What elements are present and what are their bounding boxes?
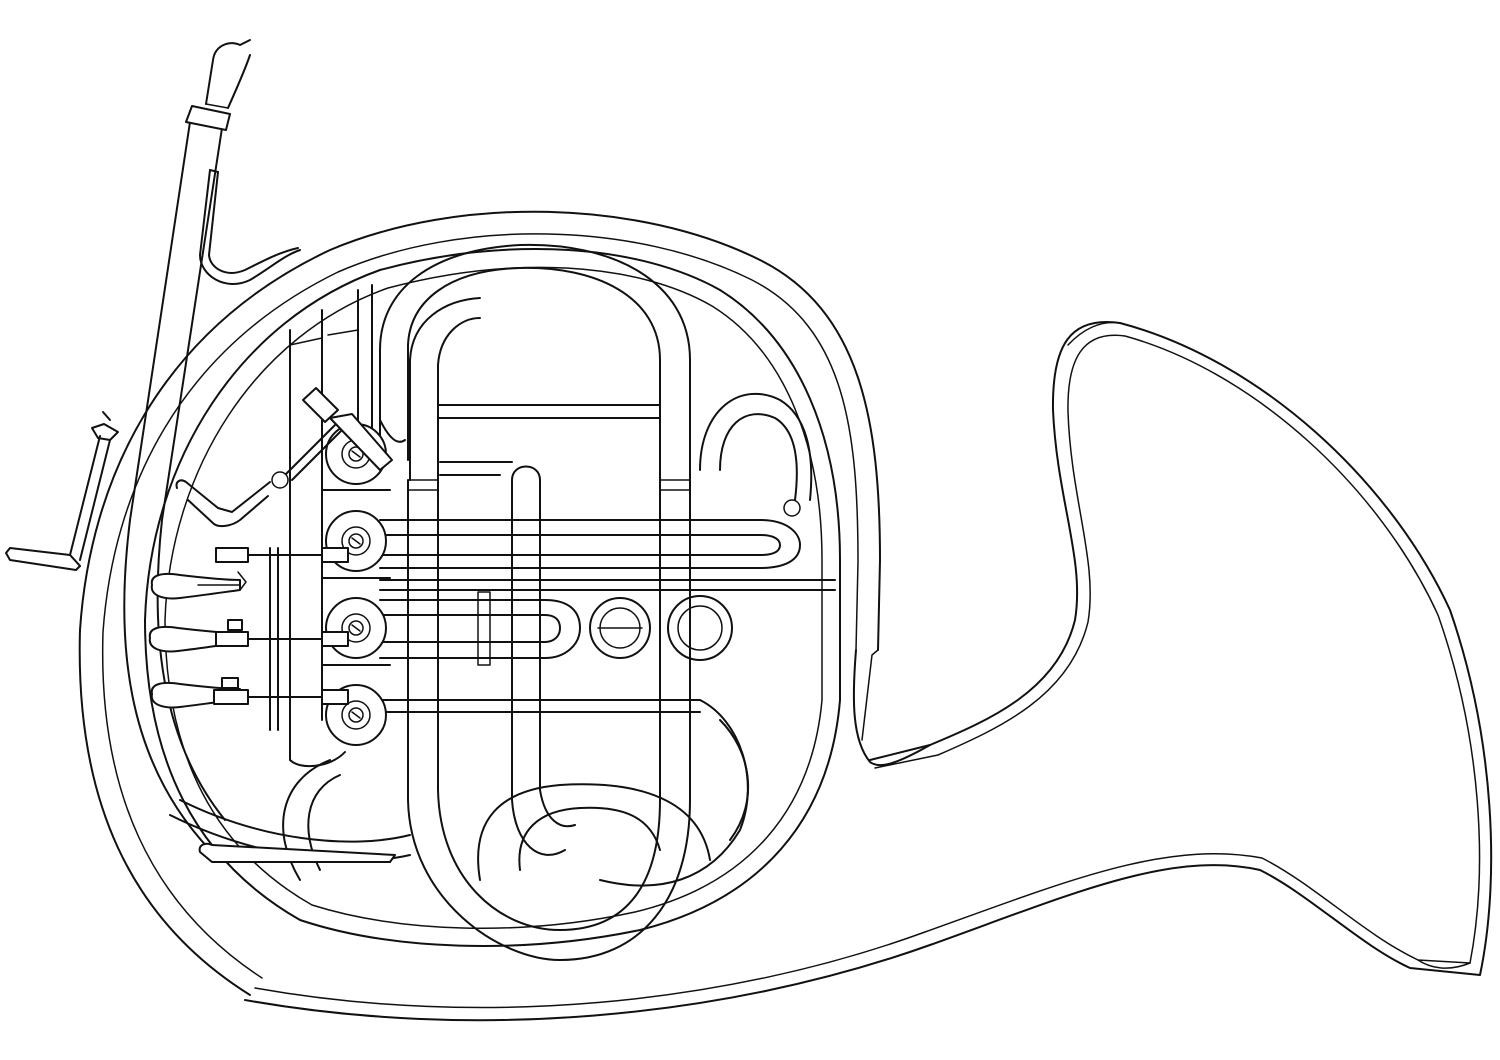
leadpipe (123, 105, 301, 851)
bell-flare (244, 321, 1493, 1022)
valve-lever (148, 547, 349, 731)
upper-pipes (289, 284, 406, 761)
thumb-lever (5, 411, 119, 571)
rotary-valve (325, 597, 387, 659)
valve-cluster (289, 423, 391, 768)
body-circle (144, 247, 841, 947)
change-valve-lever (175, 387, 393, 528)
mouthpiece (205, 39, 251, 109)
valve-slides (379, 519, 836, 713)
tuning-slide (379, 243, 691, 961)
finger-hook (198, 842, 396, 863)
outer-hoop (78, 210, 931, 996)
water-key (783, 499, 801, 517)
